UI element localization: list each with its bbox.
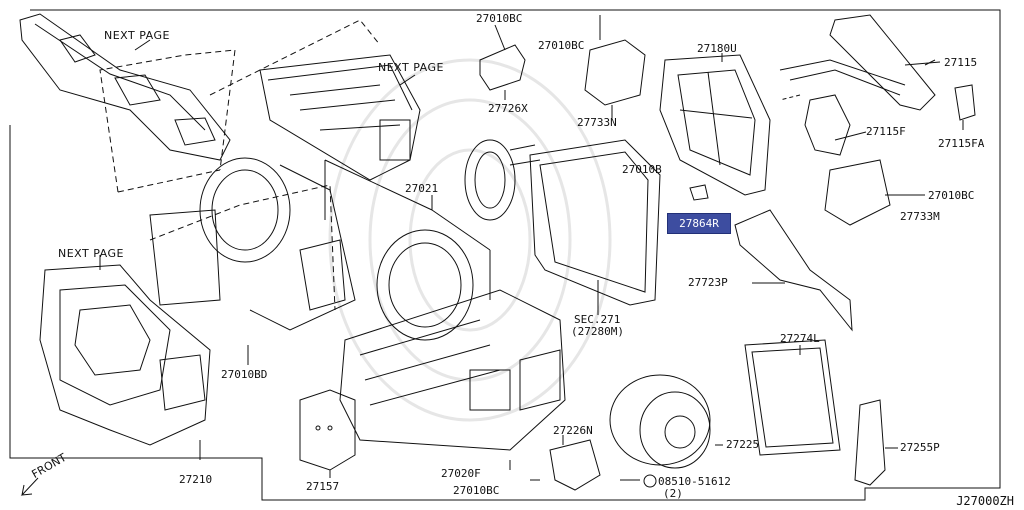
blower-motor-drawing [609, 374, 711, 469]
part-label: (27280M) [571, 325, 624, 338]
part-label: 27010BD [221, 368, 268, 381]
cabin-filter-drawing [744, 339, 841, 456]
upper-duct-drawing [19, 13, 231, 161]
part-label: 27010BC [928, 189, 975, 202]
next-page-label-2: NEXT PAGE [378, 61, 444, 74]
actuator-27733n-drawing [584, 15, 646, 118]
part-label: 27010B [622, 163, 662, 176]
part-label: 27115 [944, 56, 978, 69]
frame-outline [9, 9, 1001, 501]
part-label: SEC.271 [574, 313, 621, 326]
part-label: 27021 [405, 182, 439, 195]
actuator-27733m-drawing [824, 159, 925, 226]
resistor-drawing [549, 439, 601, 491]
part-label: 27115FA [938, 137, 985, 150]
front-arrow-icon [20, 477, 39, 496]
diagram-reference-code: J27000ZH [956, 494, 1014, 508]
filter-frame-drawing [659, 54, 771, 196]
part-label: 27274L [780, 332, 820, 345]
heater-core-drawing [779, 14, 936, 111]
part-label: 27733M [900, 210, 940, 223]
part-label: 27723P [688, 276, 728, 289]
dashed-group-mid [209, 19, 381, 96]
part-label: 27225 [726, 438, 760, 451]
seal-strip-drawing [854, 399, 886, 486]
part-label: 27115F [866, 125, 906, 138]
part-label: 27733N [577, 116, 617, 129]
part-label: 27010BC [538, 39, 585, 52]
part-label: 27726X [488, 102, 528, 115]
part-label: 08510-51612 [658, 475, 731, 488]
sensor-27726x-drawing [479, 24, 526, 100]
part-label: 27180U [697, 42, 737, 55]
part-label: (2) [663, 487, 683, 500]
part-label: 27157 [306, 480, 340, 493]
bracket-27723p-drawing [734, 209, 853, 332]
clip-27115fa-drawing [954, 84, 976, 121]
part-27864r-drawing [689, 184, 709, 201]
part-label: 27010BC [453, 484, 500, 497]
part-27157-drawing [299, 389, 356, 471]
evaporator-drawing [464, 139, 661, 306]
blower-case-drawing [39, 264, 211, 446]
heater-seal-drawing [804, 94, 851, 156]
watermark-emblem [328, 58, 612, 422]
highlighted-part-27864r[interactable]: 27864R [667, 213, 731, 234]
part-label: 27226N [553, 424, 593, 437]
part-label: 27210 [179, 473, 213, 486]
part-label: 27010BC [476, 12, 523, 25]
upper-housing-drawing [259, 54, 421, 181]
part-label: 27020F [441, 467, 481, 480]
heater-unit-drawing [339, 229, 566, 451]
highlighted-part-label: 27864R [679, 217, 719, 230]
dashed-group-lower-left [149, 184, 336, 311]
dashed-group-left [99, 49, 236, 193]
part-label: 27255P [900, 441, 940, 454]
scroll-housing-drawing [149, 157, 356, 331]
next-page-label-1: NEXT PAGE [104, 29, 170, 42]
next-page-label-3: NEXT PAGE [58, 247, 124, 260]
